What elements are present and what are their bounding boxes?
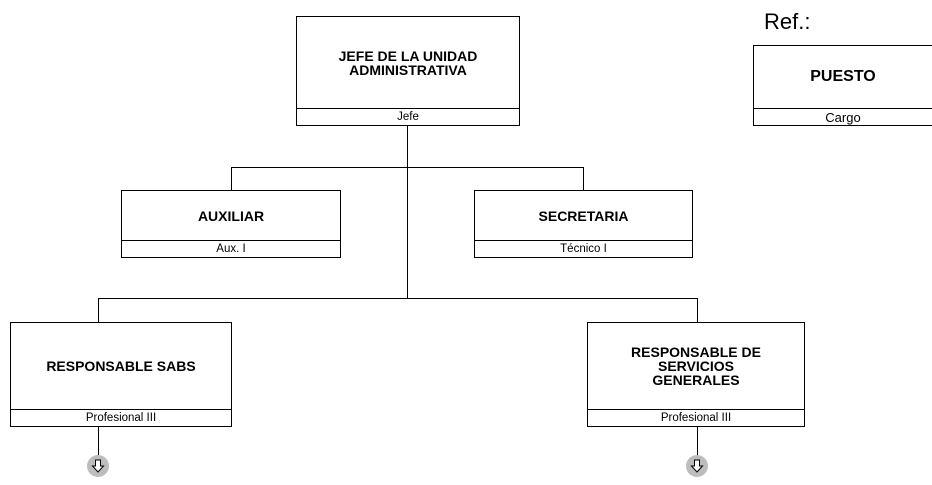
node-secretaria: SECRETARIA Técnico I	[474, 190, 693, 258]
node-jefe-cargo: Jefe	[397, 111, 419, 123]
connector-auxiliar	[231, 167, 232, 190]
node-jefe-title: JEFE DE LA UNIDAD ADMINISTRATIVA	[297, 17, 519, 109]
connector-servicios-arrow	[697, 426, 698, 456]
reference-cargo: Cargo	[825, 109, 861, 125]
node-secretaria-cargo: Técnico I	[560, 243, 607, 255]
down-arrow-icon[interactable]	[87, 455, 109, 477]
down-arrow-icon[interactable]	[686, 455, 708, 477]
reference-position: PUESTO	[754, 46, 932, 109]
node-sabs-title: RESPONSABLE SABS	[11, 323, 231, 410]
node-auxiliar: AUXILIAR Aux. I	[121, 190, 341, 258]
node-servicios-cargo: Profesional III	[660, 412, 732, 424]
reference-label: Ref.:	[764, 9, 811, 34]
reference-box: PUESTO Cargo	[753, 45, 932, 126]
connector-sabs	[98, 298, 99, 322]
node-sabs-cargo: Profesional III	[85, 412, 157, 424]
connector-responsables-horizontal	[98, 298, 698, 299]
node-auxiliar-cargo: Aux. I	[216, 243, 246, 255]
connector-jefe-down	[407, 125, 408, 298]
node-secretaria-title: SECRETARIA	[475, 191, 692, 241]
connector-staff-horizontal	[231, 167, 584, 168]
connector-sabs-arrow	[98, 426, 99, 456]
node-responsable-sabs: RESPONSABLE SABS Profesional III	[10, 322, 232, 427]
connector-servicios	[697, 298, 698, 322]
node-responsable-servicios-generales: RESPONSABLE DE SERVICIOS GENERALES Profe…	[587, 322, 805, 427]
node-jefe: JEFE DE LA UNIDAD ADMINISTRATIVA Jefe	[296, 16, 520, 126]
node-auxiliar-title: AUXILIAR	[122, 191, 340, 241]
node-servicios-title: RESPONSABLE DE SERVICIOS GENERALES	[588, 323, 804, 410]
connector-secretaria	[583, 167, 584, 190]
